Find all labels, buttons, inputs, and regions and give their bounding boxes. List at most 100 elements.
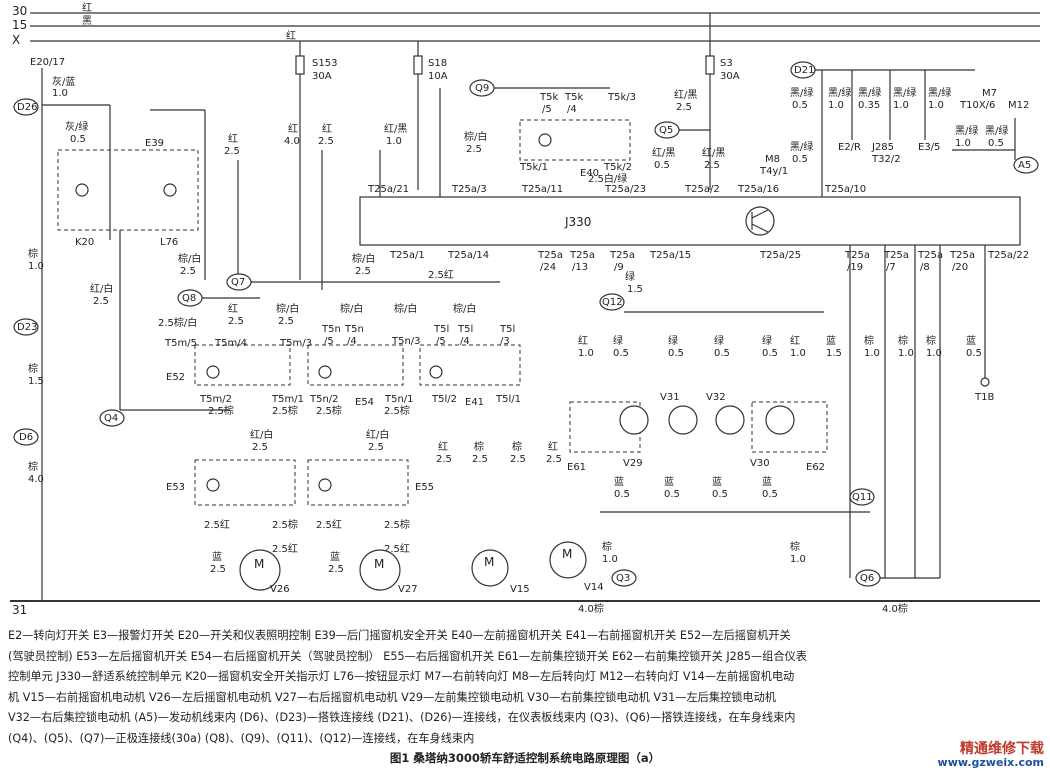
svg-text:绿: 绿: [625, 270, 635, 283]
k20-label: K20: [75, 237, 94, 248]
svg-text:T25a/16: T25a/16: [737, 184, 779, 195]
svg-text:红: 红: [578, 334, 588, 347]
svg-text:红: 红: [548, 440, 558, 453]
k20-lamp: [75, 183, 89, 197]
svg-text:绿: 绿: [762, 334, 772, 347]
svg-text:T5k: T5k: [539, 92, 558, 103]
svg-text:红: 红: [228, 132, 238, 145]
svg-text:2.5棕: 2.5棕: [384, 404, 410, 417]
svg-text:2.5: 2.5: [510, 454, 526, 465]
svg-text:1.0: 1.0: [893, 100, 909, 111]
svg-text:蓝: 蓝: [614, 476, 624, 488]
connector-d21: D21: [794, 65, 814, 76]
svg-text:/9: /9: [614, 262, 624, 273]
connector-a5: A5: [1018, 160, 1031, 171]
svg-text:1.0: 1.0: [386, 136, 402, 147]
svg-text:T5l: T5l: [499, 324, 515, 335]
svg-text:/4: /4: [567, 104, 577, 115]
svg-text:T25a/23: T25a/23: [604, 184, 646, 195]
svg-text:T25a/22: T25a/22: [987, 250, 1029, 261]
svg-text:黑/绿: 黑/绿: [828, 86, 851, 99]
svg-text:/24: /24: [540, 262, 556, 273]
svg-text:红/黑: 红/黑: [652, 146, 675, 159]
v14-motor: [549, 541, 587, 579]
svg-text:2.5: 2.5: [466, 144, 482, 155]
svg-text:0.5: 0.5: [792, 154, 808, 165]
svg-text:红: 红: [790, 334, 800, 347]
svg-text:棕: 棕: [28, 362, 38, 375]
right-side-wires: 棕 1.0 棕 1.0 棕 1.0 蓝 0.5 T1B: [849, 245, 994, 578]
fuses: S153 30A S18 10A S3 30A: [295, 13, 740, 280]
svg-text:棕: 棕: [790, 540, 800, 553]
middle-feeds: 红 4.0 红 2.5 红/黑 1.0 红 2.5 Q7 Q8 棕/白 2.5 …: [90, 122, 500, 427]
svg-text:T25a: T25a: [917, 250, 943, 261]
e35-label: E3/5: [918, 142, 940, 153]
svg-text:棕: 棕: [926, 334, 936, 347]
rear-door-switches: E53 E55 红/白 2.5 红/白 2.5 2.5红 2.5棕 2.5红 2…: [166, 428, 434, 595]
svg-text:1.0: 1.0: [926, 348, 942, 359]
m12-label: M12: [1008, 100, 1029, 111]
svg-text:绿: 绿: [714, 334, 724, 347]
svg-text:2.5红: 2.5红: [316, 518, 342, 531]
e52-switch: [194, 344, 291, 386]
svg-text:黑/绿: 黑/绿: [790, 140, 813, 153]
svg-text:T5m/2: T5m/2: [199, 394, 232, 405]
e39-label: E39: [145, 138, 164, 149]
connector-q7: Q7: [231, 277, 245, 288]
svg-text:棕: 棕: [864, 334, 874, 347]
svg-text:2.5: 2.5: [546, 454, 562, 465]
e41-switch: [419, 344, 521, 386]
svg-text:/4: /4: [460, 336, 470, 347]
svg-text:T32/2: T32/2: [871, 154, 901, 165]
connector-d6: D6: [13, 428, 39, 446]
svg-text:T25a/1: T25a/1: [389, 250, 425, 261]
svg-text:0.5: 0.5: [792, 100, 808, 111]
fuse-s18: [413, 55, 423, 75]
svg-text:黑/绿: 黑/绿: [955, 124, 978, 137]
e54-label: E54: [355, 397, 374, 408]
svg-text:红/黑: 红/黑: [702, 146, 725, 159]
connector-q6: Q6: [860, 573, 874, 584]
rail-x-color: 红: [286, 29, 296, 42]
svg-text:T5k: T5k: [564, 92, 583, 103]
e54-switch: [307, 344, 404, 386]
connector-q11: Q11: [852, 492, 873, 503]
svg-text:T25a/10: T25a/10: [824, 184, 866, 195]
v14-label: V14: [584, 582, 604, 593]
svg-text:T5k/1: T5k/1: [519, 162, 548, 173]
connector-d23: D23: [13, 318, 39, 336]
svg-text:T5n/1: T5n/1: [384, 394, 414, 405]
svg-text:棕/白: 棕/白: [340, 302, 363, 315]
svg-text:T5m/3: T5m/3: [279, 338, 312, 349]
legend: E2—转向灯开关 E3—报警灯开关 E20—开关和仪表照明控制 E39—后门摇窗…: [8, 626, 1044, 749]
svg-text:棕/白: 棕/白: [464, 130, 487, 143]
svg-text:2.5: 2.5: [472, 454, 488, 465]
svg-text:0.5: 0.5: [762, 348, 778, 359]
svg-text:红/黑: 红/黑: [674, 88, 697, 101]
e55-label: E55: [415, 482, 434, 493]
svg-text:T5n: T5n: [344, 324, 364, 335]
fuse-s18-amp: 10A: [428, 71, 448, 82]
m8-label: M8: [765, 154, 780, 165]
e41-label: E41: [465, 397, 484, 408]
svg-text:T5k/3: T5k/3: [607, 92, 636, 103]
front-motors: 红 2.5 棕 2.5 棕 2.5 红 2.5 M V15 M V14 4.0棕: [436, 440, 604, 615]
j330-label: J330: [564, 215, 591, 229]
svg-text:红: 红: [438, 440, 448, 453]
svg-text:/8: /8: [920, 262, 930, 273]
svg-text:0.5: 0.5: [988, 138, 1004, 149]
e61-label: E61: [567, 462, 586, 473]
fuse-s3: [705, 55, 715, 75]
wire-grayblue-size: 1.0: [52, 88, 68, 99]
svg-text:/5: /5: [324, 336, 334, 347]
rail-30-color: 红: [82, 1, 92, 14]
svg-text:棕/白: 棕/白: [178, 252, 201, 265]
svg-text:T25a/2: T25a/2: [684, 184, 720, 195]
svg-text:T25a/14: T25a/14: [447, 250, 489, 261]
svg-text:1.5: 1.5: [28, 376, 44, 387]
svg-text:1.0: 1.0: [928, 100, 944, 111]
left-connectors: D26 D23 D6 棕 1.0 棕 1.5 棕 4.0: [13, 98, 44, 485]
watermark-url: www.gzweix.com: [937, 756, 1044, 769]
svg-text:2.5: 2.5: [436, 454, 452, 465]
e62-switch: [751, 401, 828, 453]
